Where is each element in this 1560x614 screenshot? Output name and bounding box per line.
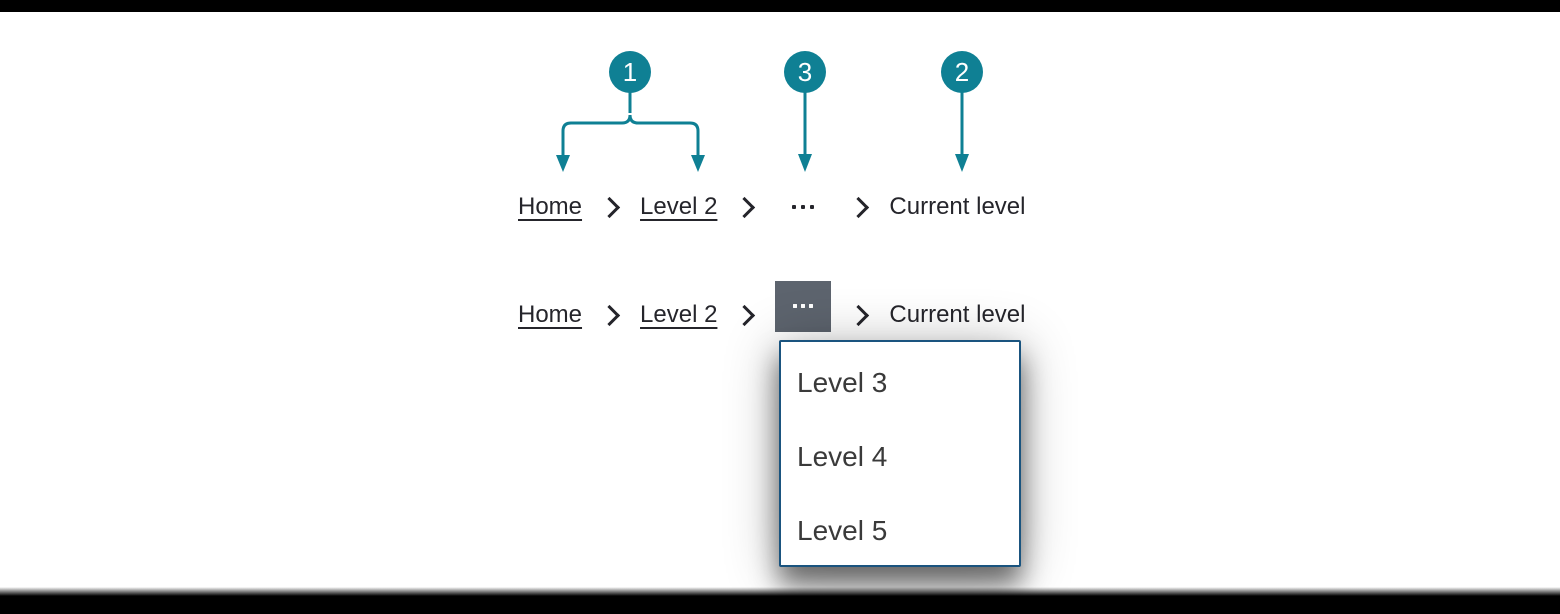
breadcrumb-current-level: Current level [889,193,1026,220]
breadcrumb-overflow-menu: Level 3 Level 4 Level 5 [779,340,1021,567]
annotation-badge-1-label: 1 [622,56,638,87]
ellipsis-dot-icon [801,304,806,308]
annotation-badge-3-label: 3 [797,56,813,87]
breadcrumb-collapsed: Home Level 2 Current level [518,188,1025,226]
breadcrumb-separator-icon [847,195,870,219]
breadcrumb-current-level: Current level [889,301,1026,328]
overflow-menu-item-level4[interactable]: Level 4 [797,441,888,472]
breadcrumb-separator-icon [598,303,620,327]
breadcrumb-separator-icon [847,303,870,327]
annotation-arrow-3-icon [798,92,812,172]
breadcrumb-expanded: Home Level 2 Current level [518,280,1026,335]
overflow-menu-item-level3[interactable]: Level 3 [797,367,888,398]
breadcrumb-level2-link[interactable]: Level 2 [640,193,718,220]
breadcrumb-home-link[interactable]: Home [518,193,583,220]
annotation-badge-3: 3 [784,51,826,93]
breadcrumb-separator-icon [733,195,756,219]
ellipsis-dot-icon [793,304,798,308]
ellipsis-dot-icon [809,304,814,308]
annotation-badge-2-label: 2 [954,56,970,87]
breadcrumb-separator-icon [733,303,756,327]
annotation-badge-1: 1 [609,51,651,93]
breadcrumb-overflow-button-active[interactable] [775,280,832,332]
breadcrumb-level2-link[interactable]: Level 2 [640,301,718,328]
breadcrumb-overflow-ellipsis-icon[interactable] [775,205,831,209]
top-letterbox-bar [0,0,1560,12]
annotation-bracket-arrows-icon [556,88,705,172]
breadcrumb-home-link[interactable]: Home [518,301,583,328]
overflow-menu-item-level5[interactable]: Level 5 [797,515,888,546]
breadcrumb-separator-icon [598,195,620,219]
annotation-badge-2: 2 [941,51,983,93]
bottom-letterbox-bar [0,587,1560,614]
annotation-arrow-2-icon [955,92,969,172]
